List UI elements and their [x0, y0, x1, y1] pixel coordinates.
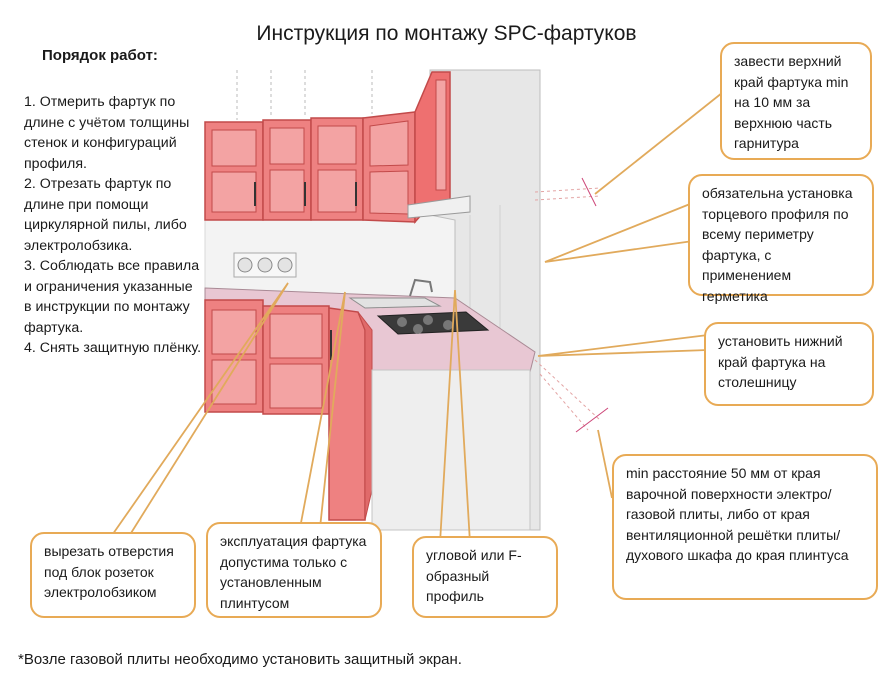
- callout-top-edge: завести верхний край фартука min на 10 м…: [720, 42, 872, 160]
- oven-column: [371, 369, 531, 531]
- leader-lines: [107, 84, 733, 544]
- gas-hob: [376, 311, 490, 335]
- lower-cabinets: [204, 299, 373, 521]
- upper-cabinets: [204, 71, 451, 224]
- callout-plinth: эксплуатация фартука допустима только с …: [206, 522, 382, 618]
- steps-heading: Порядок работ:: [42, 47, 158, 64]
- callout-end-profile: обязательна установка торцевого профиля …: [688, 174, 874, 304]
- step-item: 3. Соблюдать все правила и ограничения у…: [24, 258, 200, 336]
- step-item: 4. Снять защитную плёнку.: [24, 340, 202, 356]
- socket-block: [233, 252, 297, 278]
- callout-sockets: вырезать отверстия под блок розеток элек…: [30, 532, 196, 618]
- step-item: 1. Отмерить фартук по длине с учётом тол…: [24, 94, 190, 172]
- callout-bottom-edge: установить нижний край фартука на столеш…: [704, 322, 874, 406]
- callout-corner-profile: угловой или F-образный профиль: [412, 536, 558, 618]
- page-title: Инструкция по монтажу SPC-фартуков: [256, 22, 637, 45]
- range-hood: [407, 195, 471, 219]
- step-item: 2. Отрезать фартук по длине при помощи ц…: [24, 176, 187, 254]
- callout-min-distance: min расстояние 50 мм от края варочной по…: [612, 454, 878, 600]
- steps-list: 1. Отмерить фартук по длине с учётом тол…: [24, 92, 204, 359]
- footnote: *Возле газовой плиты необходимо установи…: [18, 651, 462, 668]
- sink: [348, 297, 442, 309]
